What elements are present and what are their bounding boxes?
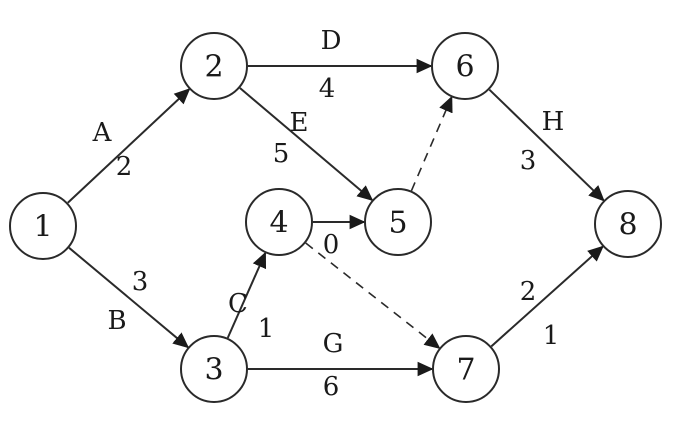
edge-2-5-arrow <box>239 87 374 202</box>
edge-1-2-activity-label: A <box>92 118 113 148</box>
node-6-label: 6 <box>455 50 474 85</box>
node-2-circle <box>180 32 248 100</box>
edge-1-2-duration-label: 2 <box>116 152 133 182</box>
node-6: 6 <box>431 32 499 100</box>
edge-4-7-dummy-arrow <box>305 242 441 349</box>
node-6-circle <box>431 32 499 100</box>
node-4: 4 <box>245 188 313 256</box>
node-5-circle <box>364 188 432 256</box>
node-4-circle <box>245 188 313 256</box>
node-8: 8 <box>594 190 662 258</box>
node-2-label: 2 <box>204 50 223 85</box>
node-5-label: 5 <box>388 206 407 241</box>
edge-3-7-duration-label: 6 <box>323 372 340 402</box>
node-7-circle <box>432 335 500 403</box>
node-5: 5 <box>364 188 432 256</box>
edge-5-6-dummy-arrow <box>410 95 453 192</box>
node-2: 2 <box>180 32 248 100</box>
edge-4-5-duration-label: 0 <box>323 230 340 260</box>
edge-2-6-activity-label: D <box>321 26 342 56</box>
node-8-label: 8 <box>618 208 637 243</box>
node-4-label: 4 <box>269 206 288 241</box>
edge-1-2-arrow <box>67 88 191 204</box>
node-7-label: 7 <box>456 353 475 388</box>
node-7: 7 <box>432 335 500 403</box>
edge-3-7-activity-label: G <box>323 329 344 359</box>
edge-2-6-duration-label: 4 <box>319 74 336 104</box>
edge-2-5-activity-label: E <box>290 108 309 138</box>
edge-1-3-activity-label: B <box>107 306 126 336</box>
edges-layer <box>67 58 605 377</box>
edge-7-8-duration-label: 1 <box>543 321 560 351</box>
edge-2-5-duration-label: 5 <box>273 139 290 169</box>
edge-3-4-duration-label: 1 <box>258 314 275 344</box>
node-8-circle <box>594 190 662 258</box>
edge-3-4-arrow <box>226 251 267 339</box>
edge-6-8-arrow <box>488 88 605 202</box>
edge-7-8-arrow <box>490 245 604 348</box>
edge-6-8-activity-label: H <box>542 107 565 137</box>
node-1: 1 <box>9 192 77 260</box>
edge-1-3-arrow <box>68 247 190 349</box>
edge-7-8-activity-label: 2 <box>520 277 537 307</box>
edge-6-8-duration-label: 3 <box>520 146 537 176</box>
node-1-circle <box>9 192 77 260</box>
edge-1-3-duration-label: 3 <box>132 267 149 297</box>
node-1-label: 1 <box>33 210 52 245</box>
edge-3-4-activity-label: C <box>228 289 248 319</box>
node-3-label: 3 <box>204 353 223 388</box>
node-3-circle <box>180 335 248 403</box>
node-3: 3 <box>180 335 248 403</box>
